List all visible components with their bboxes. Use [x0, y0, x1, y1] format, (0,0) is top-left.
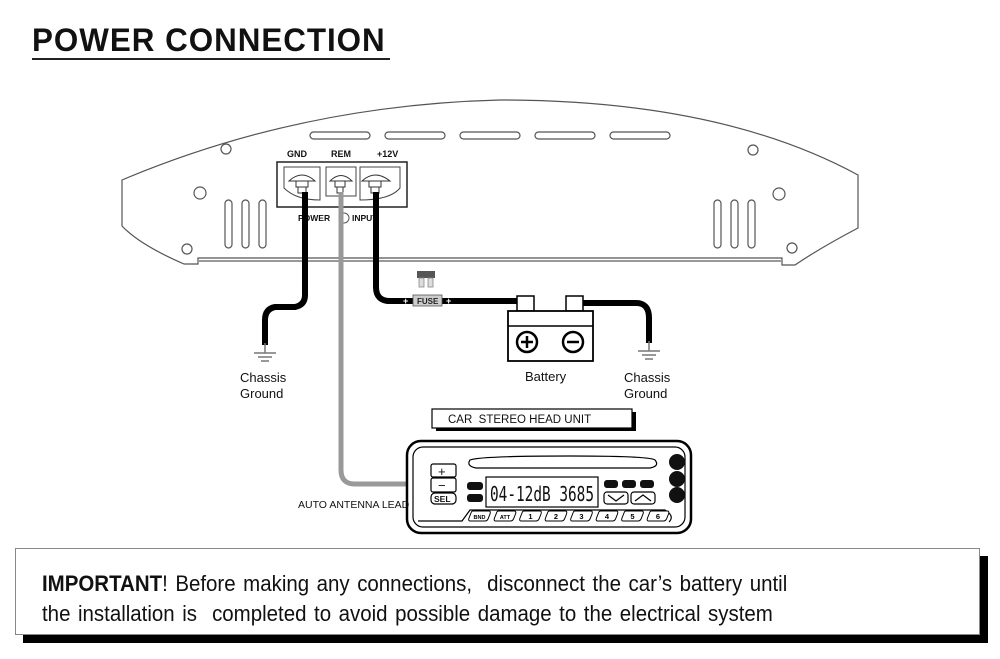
knob	[669, 454, 685, 470]
side-vent	[747, 199, 756, 249]
vent-slot	[459, 131, 521, 140]
amplifier-outline	[121, 99, 859, 266]
battery-ground-wire	[583, 300, 652, 343]
display-readout: 04-12dB 3685	[490, 482, 594, 506]
head-unit-label-box	[431, 408, 633, 429]
preset-button-4[interactable]: 4	[595, 510, 619, 522]
cd-slot	[468, 455, 658, 469]
select-label[interactable]: SEL	[434, 494, 451, 504]
rem-screw-icon	[328, 175, 354, 182]
power-wire	[373, 192, 518, 304]
notice-text: IMPORTANT! Before making any connections…	[42, 569, 963, 629]
terminal-label-rem: REM	[331, 149, 351, 159]
vent-slot	[534, 131, 596, 140]
battery	[507, 295, 594, 362]
fuse-label: FUSE	[417, 297, 439, 306]
vent-slot	[384, 131, 446, 140]
remote-antenna-wire	[338, 192, 412, 487]
head-unit-label: CAR STEREO HEAD UNIT	[448, 414, 591, 426]
select-button	[430, 492, 457, 505]
seek-down-button	[603, 491, 629, 505]
volume-up-label[interactable]: +	[438, 464, 446, 479]
knob	[669, 471, 685, 487]
preset-button-att[interactable]: ATT	[493, 510, 517, 522]
page-title: POWER CONNECTION	[32, 22, 386, 58]
notice-emphasis: IMPORTANT	[42, 571, 163, 596]
amplifier	[121, 99, 859, 266]
battery-negative-icon	[561, 330, 585, 354]
ground-label-left-line2: Ground	[240, 386, 283, 401]
mount-hole	[181, 243, 193, 255]
preset-button-label: 3	[579, 512, 583, 521]
chevron-down-icon	[607, 494, 625, 502]
antenna-lead-label: AUTO ANTENNA LEAD	[298, 499, 410, 511]
preset-button-label: 1	[528, 512, 532, 521]
volume-down-label[interactable]: −	[438, 478, 446, 493]
notice-line-1: Before making any connections, disconnec…	[167, 571, 788, 596]
chassis-ground-icon	[254, 343, 276, 362]
ground-label-left-line1: Chassis	[240, 370, 287, 385]
vent-slot	[609, 131, 671, 140]
side-vent	[224, 199, 233, 249]
volume-down-button	[430, 477, 457, 493]
side-vent	[258, 199, 267, 249]
fuse: FUSE	[412, 271, 443, 307]
preset-buttons: BND ATT 1 2 3 4 5 6	[468, 510, 670, 522]
car-stereo-head-unit	[405, 439, 693, 535]
preset-button-label: 2	[554, 512, 558, 521]
notice-line-2: the installation is completed to avoid p…	[42, 601, 773, 626]
mount-hole	[193, 186, 207, 200]
volume-up-button	[430, 463, 457, 478]
fuse-polarity-right: +	[446, 296, 451, 306]
ground-label-right-line2: Ground	[624, 386, 667, 401]
chassis-ground-icon	[638, 341, 660, 360]
preset-button-label: 6	[656, 512, 660, 521]
preset-button-label: 4	[605, 512, 610, 521]
gnd-screw-icon	[287, 174, 317, 182]
preset-button-bnd[interactable]: BND	[468, 510, 491, 522]
display-screen	[485, 476, 599, 508]
mount-hole	[220, 143, 232, 155]
seek-up-button	[630, 491, 656, 505]
important-notice: IMPORTANT! Before making any connections…	[15, 548, 980, 635]
side-vent	[713, 199, 722, 249]
knob	[669, 487, 685, 503]
mount-hole	[772, 187, 786, 201]
preset-button-label: ATT	[500, 515, 511, 521]
battery-label: Battery	[525, 369, 567, 384]
mount-hole	[747, 144, 759, 156]
vent-slot	[309, 131, 371, 140]
ground-wire	[262, 192, 308, 345]
ground-label-right-line1: Chassis	[624, 370, 671, 385]
notice-exclamation: !	[162, 571, 168, 596]
side-vent	[241, 199, 250, 249]
preset-button-6[interactable]: 6	[646, 510, 670, 522]
side-vent	[730, 199, 739, 249]
indicator-label-input: INPUT	[352, 213, 378, 223]
terminal-label-12v: +12V	[377, 149, 398, 159]
indicator-label-power: POWER	[298, 213, 330, 223]
mount-hole	[786, 242, 798, 254]
battery-positive-icon	[515, 330, 539, 354]
terminal-label-gnd: GND	[287, 149, 308, 159]
preset-button-3[interactable]: 3	[570, 510, 593, 522]
preset-button-1[interactable]: 1	[519, 510, 542, 522]
fuse-polarity-left: +	[403, 296, 408, 306]
title-underline	[32, 58, 390, 60]
chevron-up-icon	[634, 494, 652, 502]
preset-button-5[interactable]: 5	[621, 510, 644, 522]
preset-button-label: 5	[630, 512, 634, 521]
preset-button-2[interactable]: 2	[544, 510, 568, 522]
power-screw-icon	[360, 174, 392, 182]
preset-button-label: BND	[474, 515, 486, 521]
